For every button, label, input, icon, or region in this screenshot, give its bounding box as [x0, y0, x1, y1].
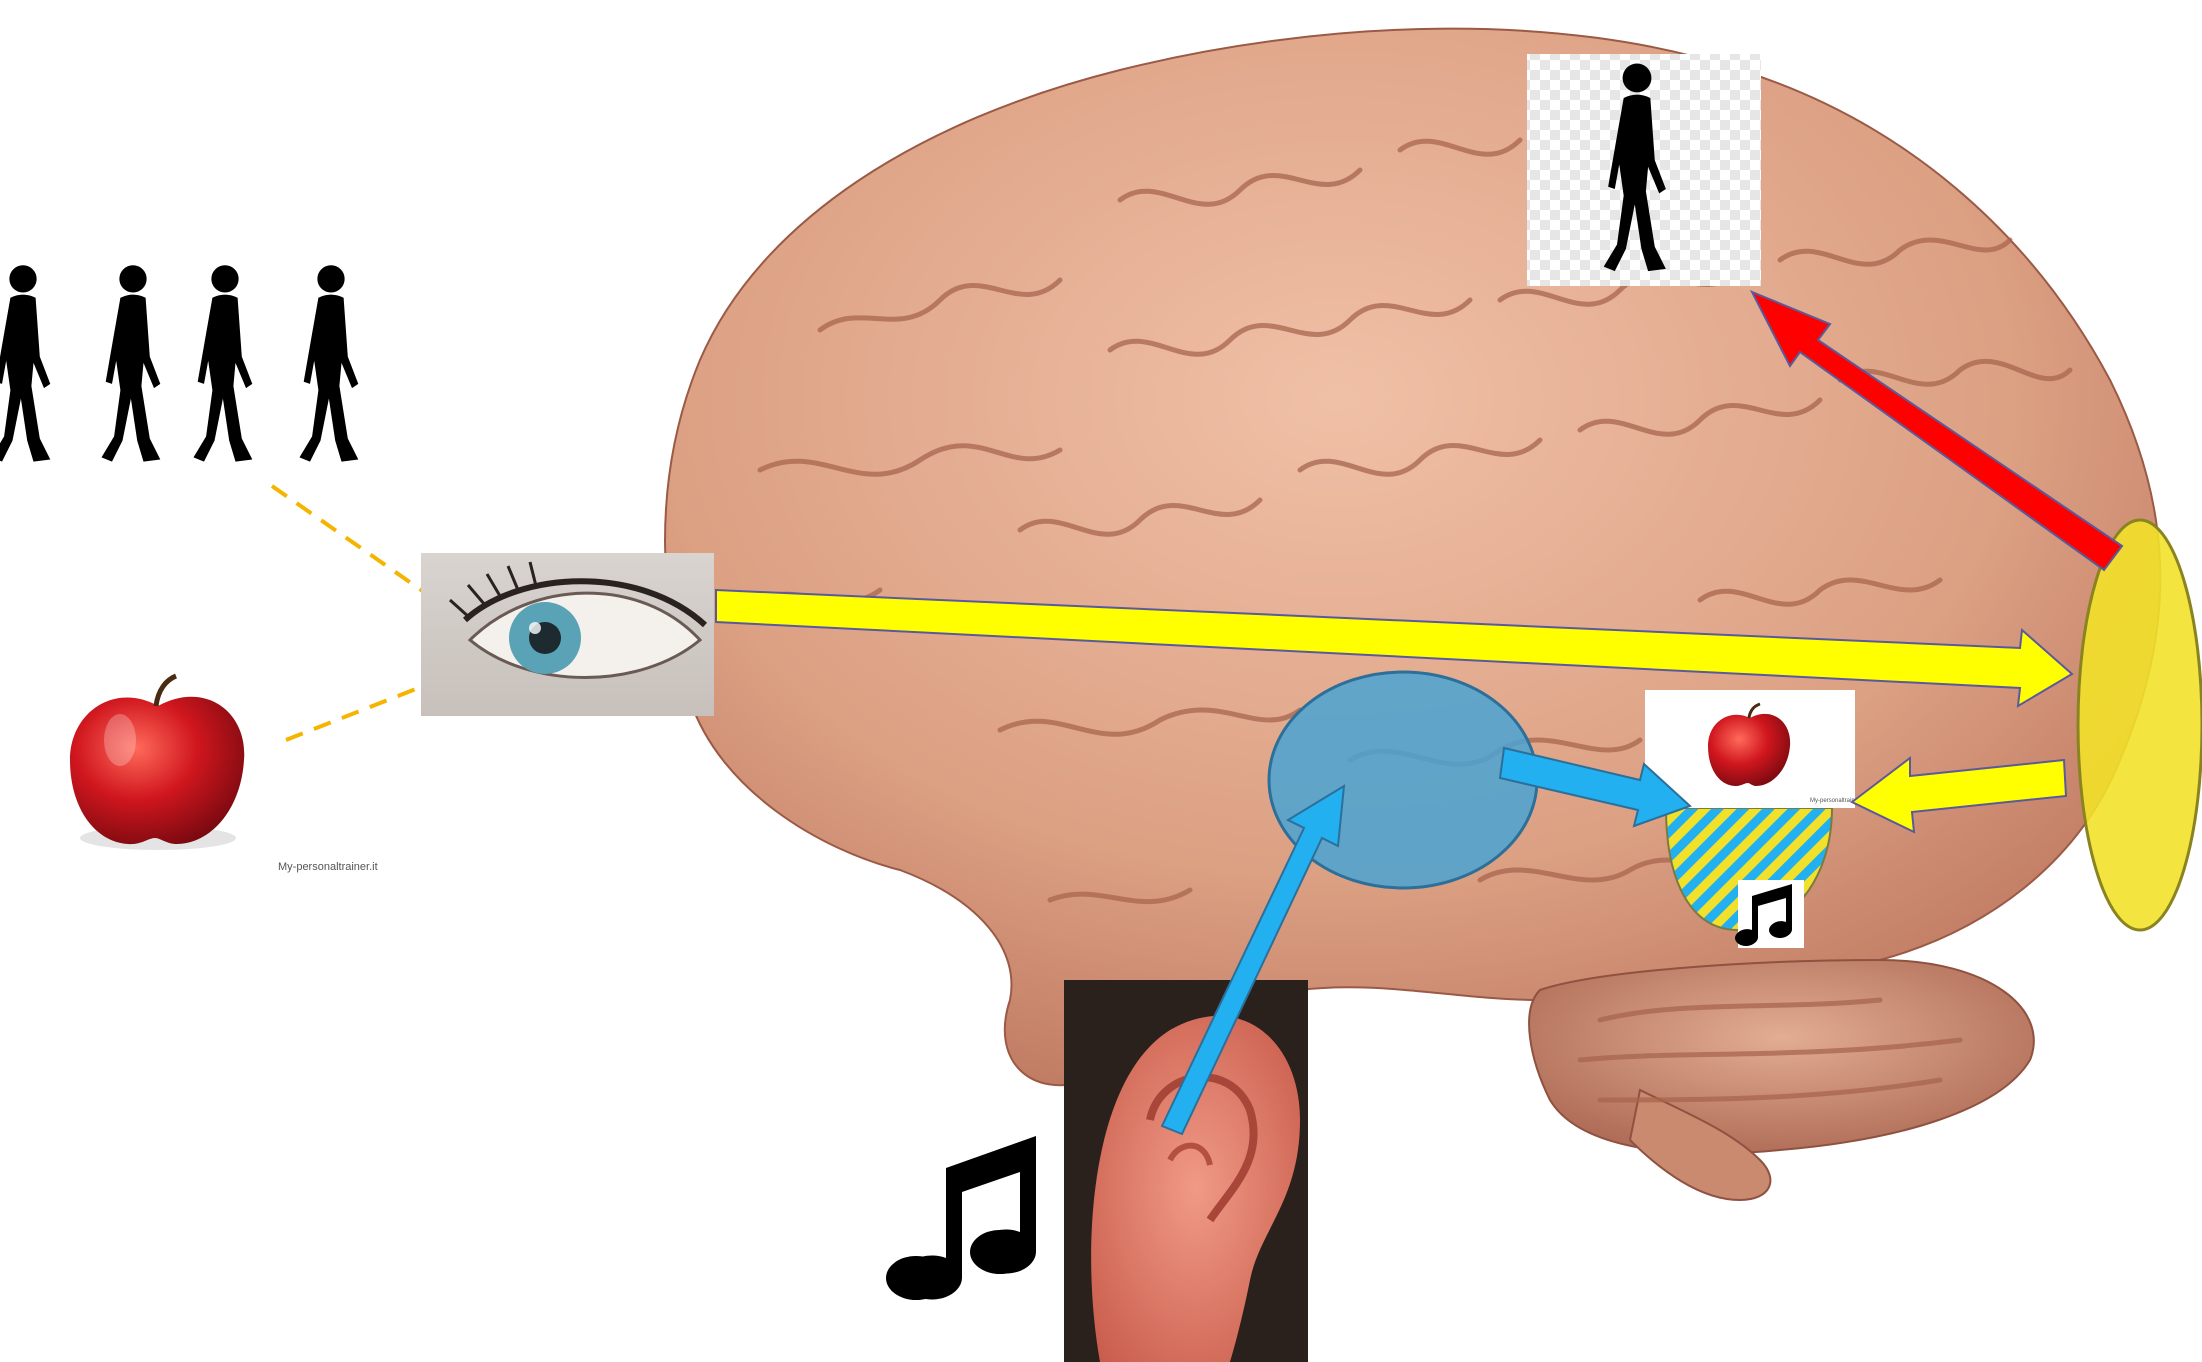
apple-icon	[70, 676, 244, 850]
walking-person-icon	[1527, 54, 1761, 286]
small-apple-icon	[1645, 690, 1855, 808]
visual-association-area	[2078, 520, 2202, 930]
music-note-icon	[886, 1136, 1036, 1300]
watermark-apple: My-personaltrainer.it	[278, 861, 378, 873]
ear-icon	[1064, 980, 1308, 1362]
brain-cerebrum	[665, 29, 2160, 1086]
walking-people-icon	[0, 265, 358, 461]
small-music-note-icon	[1735, 880, 1804, 948]
eye-icon	[421, 553, 714, 716]
